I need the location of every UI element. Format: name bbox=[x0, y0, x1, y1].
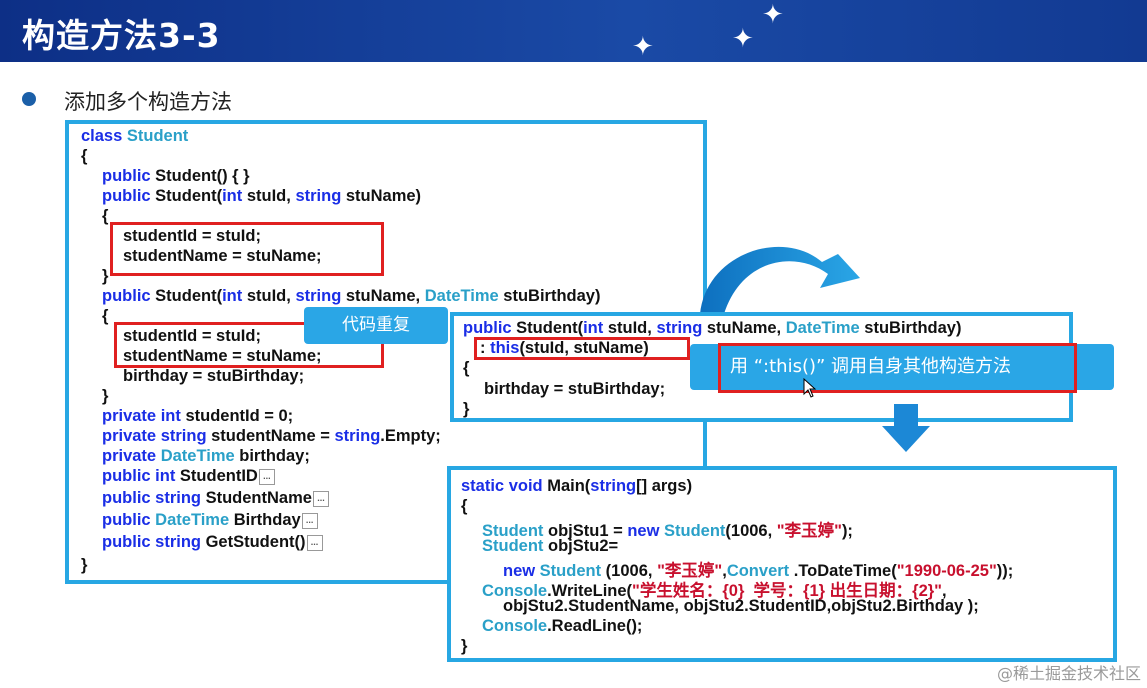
code-line: studentName = stuName; bbox=[123, 247, 322, 265]
title-banner: 构造方法3-3 ✦ ✦ ✦ bbox=[0, 0, 1147, 62]
code-line: studentName = stuName; bbox=[123, 347, 322, 365]
code-line: class Student bbox=[81, 127, 189, 145]
curved-arrow-icon bbox=[700, 246, 860, 314]
code-line: } bbox=[81, 556, 88, 574]
code-line: birthday = stuBirthday; bbox=[484, 380, 666, 398]
code-line: new Student (1006, "李玉婷",Convert .ToDate… bbox=[503, 562, 1014, 580]
code-line: Student objStu1 = new Student(1006, "李玉婷… bbox=[482, 522, 853, 540]
code-line: objStu2.StudentName, objStu2.StudentID,o… bbox=[503, 597, 979, 615]
collapsed-region-icon[interactable]: ... bbox=[258, 468, 275, 485]
code-line: studentId = stuId; bbox=[123, 227, 261, 245]
mouse-cursor-icon bbox=[803, 378, 817, 398]
code-line: { bbox=[102, 307, 109, 325]
code-line: birthday = stuBirthday; bbox=[123, 367, 305, 385]
code-line: { bbox=[463, 359, 470, 377]
code-line: static void Main(string[] args) bbox=[461, 477, 693, 495]
code-line: private DateTime birthday; bbox=[102, 447, 310, 465]
code-line: { bbox=[461, 497, 468, 515]
code-line: public string GetStudent()... bbox=[102, 533, 323, 552]
code-line: Student objStu2= bbox=[482, 537, 619, 555]
code-line: Console.ReadLine(); bbox=[482, 617, 643, 635]
slide-title: 构造方法3-3 bbox=[22, 16, 221, 55]
code-line: public Student(int stuId, string stuName… bbox=[102, 187, 422, 205]
duplicate-code-callout: 代码重复 bbox=[304, 307, 448, 344]
code-line: public Student(int stuId, string stuName… bbox=[463, 319, 962, 337]
duplicate-code-highlight bbox=[114, 322, 384, 368]
code-line: { bbox=[81, 147, 88, 165]
collapsed-region-icon[interactable]: ... bbox=[306, 534, 323, 551]
code-line: } bbox=[463, 400, 470, 418]
this-call-highlight bbox=[474, 337, 690, 360]
code-line: public Student() { } bbox=[102, 167, 250, 185]
code-line: } bbox=[102, 387, 109, 405]
main-method-code-panel bbox=[447, 466, 1117, 662]
code-line: Console.WriteLine("学生姓名：{0} 学号：{1} 出生日期：… bbox=[482, 582, 947, 600]
code-line: public string StudentName... bbox=[102, 489, 329, 508]
code-line: { bbox=[102, 207, 109, 225]
watermark: @稀土掘金技术社区 bbox=[996, 664, 1141, 683]
star-icon: ✦ bbox=[732, 24, 754, 54]
code-line: public Student(int stuId, string stuName… bbox=[102, 287, 601, 305]
duplicate-code-highlight bbox=[110, 222, 384, 276]
code-line: private int studentId = 0; bbox=[102, 407, 294, 425]
this-usage-callout: 用 “:this()” 调用自身其他构造方法 bbox=[690, 344, 1114, 390]
code-line: } bbox=[102, 267, 109, 285]
code-line: public DateTime Birthday... bbox=[102, 511, 318, 530]
collapsed-region-icon[interactable]: ... bbox=[301, 512, 318, 529]
code-line: public int StudentID... bbox=[102, 467, 275, 486]
code-line: : this(stuId, stuName) bbox=[480, 339, 649, 357]
code-line: private string studentName = string.Empt… bbox=[102, 427, 441, 445]
collapsed-region-icon[interactable]: ... bbox=[312, 490, 329, 507]
star-icon: ✦ bbox=[632, 32, 654, 62]
code-line: } bbox=[461, 637, 468, 655]
bullet-text: 添加多个构造方法 bbox=[64, 90, 232, 114]
down-arrow-icon bbox=[882, 404, 930, 452]
this-usage-highlight bbox=[718, 343, 1077, 393]
bullet-icon bbox=[22, 92, 36, 106]
star-icon: ✦ bbox=[762, 0, 784, 30]
code-line: studentId = stuId; bbox=[123, 327, 261, 345]
